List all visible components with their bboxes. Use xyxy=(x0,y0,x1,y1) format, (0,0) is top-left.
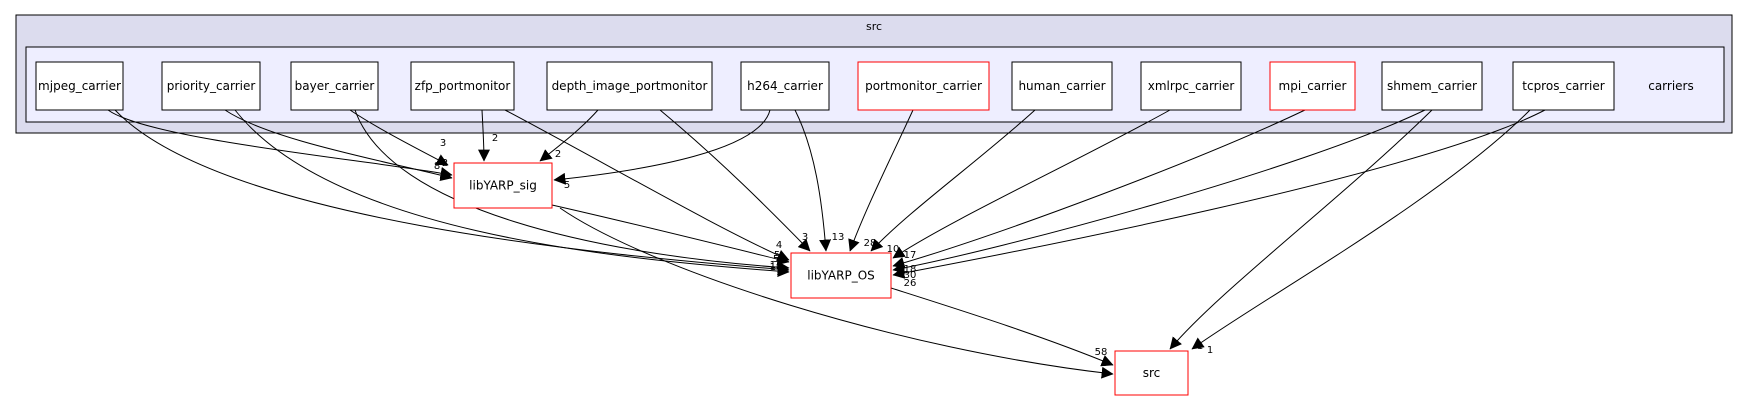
carrier-node-tcpros_carrier[interactable]: tcpros_carrier xyxy=(1512,61,1615,111)
edge-label-portmonitor_carrier-to-libYARP_OS[interactable]: 28 xyxy=(864,238,877,249)
edge-shmem_carrier-to-src[interactable] xyxy=(1169,109,1433,350)
edge-label-priority_carrier-to-libYARP_OS[interactable]: 11 xyxy=(770,260,783,271)
edge-mjpeg_carrier-to-libYARP_OS[interactable] xyxy=(114,109,790,276)
edge-label-h264_carrier-to-libYARP_sig[interactable]: 5 xyxy=(564,180,570,191)
edge-label-tcpros_carrier-to-libYARP_OS[interactable]: 26 xyxy=(904,278,917,289)
edge-zfp_portmonitor-to-libYARP_OS[interactable] xyxy=(504,109,790,261)
carrier-node-box xyxy=(290,61,379,111)
carrier-node-label: h264_carrier xyxy=(747,79,823,93)
carrier-node-human_carrier[interactable]: human_carrier xyxy=(1011,61,1113,111)
carrier-node-portmonitor_carrier[interactable]: portmonitor_carrier xyxy=(857,61,990,111)
carrier-node-box xyxy=(740,61,830,111)
carrier-node-label: tcpros_carrier xyxy=(1522,79,1605,93)
carrier-node-shmem_carrier[interactable]: shmem_carrier xyxy=(1381,61,1483,111)
edge-label-bayer_carrier-to-libYARP_sig[interactable]: 3 xyxy=(440,138,446,149)
edge-human_carrier-to-libYARP_OS[interactable] xyxy=(870,109,1036,252)
edge-tcpros_carrier-to-libYARP_OS[interactable] xyxy=(892,109,1546,279)
carrier-node-zfp_portmonitor[interactable]: zfp_portmonitor xyxy=(410,61,515,111)
edge-label-shmem_carrier-to-src[interactable]: 1 xyxy=(1197,341,1203,352)
carrier-node-box xyxy=(546,61,713,111)
library-node-libYARP_sig[interactable]: libYARP_sig xyxy=(453,162,553,209)
carrier-node-box xyxy=(161,61,261,111)
carrier-node-priority_carrier[interactable]: priority_carrier xyxy=(161,61,261,111)
edge-label-mjpeg_carrier-to-libYARP_sig[interactable]: 8 xyxy=(434,161,440,172)
edge-libYARP_OS-to-src[interactable] xyxy=(890,287,1114,367)
carrier-node-label: xmlrpc_carrier xyxy=(1148,79,1235,93)
library-node-src[interactable]: src xyxy=(1114,350,1189,396)
edge-label-human_carrier-to-libYARP_OS[interactable]: 10 xyxy=(887,244,900,255)
carrier-node-label: portmonitor_carrier xyxy=(865,79,982,93)
carrier-node-h264_carrier[interactable]: h264_carrier xyxy=(740,61,830,111)
cluster-carriers-label[interactable]: carriers xyxy=(1648,79,1694,93)
edge-label-h264_carrier-to-libYARP_OS[interactable]: 13 xyxy=(832,232,845,243)
library-node-box xyxy=(790,252,892,299)
edge-mpi_carrier-to-libYARP_OS[interactable] xyxy=(892,109,1306,269)
carrier-node-label: bayer_carrier xyxy=(295,79,375,93)
carrier-node-box xyxy=(1381,61,1483,111)
carrier-node-box xyxy=(1011,61,1113,111)
carrier-node-xmlrpc_carrier[interactable]: xmlrpc_carrier xyxy=(1140,61,1242,111)
library-node-box xyxy=(453,162,553,209)
edge-zfp_portmonitor-to-libYARP_sig[interactable] xyxy=(477,109,490,162)
edge-depth_image_portmonitor-to-libYARP_sig[interactable] xyxy=(539,109,599,162)
edge-label-mjpeg_carrier-to-libYARP_OS[interactable]: 10 xyxy=(770,262,783,273)
library-node-libYARP_OS[interactable]: libYARP_OS xyxy=(790,252,892,299)
edge-label-tcpros_carrier-to-src[interactable]: 1 xyxy=(1207,345,1213,356)
edge-label-depth_image_portmonitor-to-libYARP_OS[interactable]: 3 xyxy=(802,232,808,243)
carrier-node-label: mpi_carrier xyxy=(1279,79,1347,93)
edge-h264_carrier-to-libYARP_sig[interactable] xyxy=(553,109,771,185)
library-node-label: src xyxy=(1143,366,1161,380)
carrier-node-label: priority_carrier xyxy=(167,79,256,93)
carrier-node-label: mjpeg_carrier xyxy=(38,79,121,93)
carrier-node-depth_image_portmonitor[interactable]: depth_image_portmonitor xyxy=(546,61,713,111)
carrier-node-box xyxy=(410,61,515,111)
edge-label-libYARP_sig-to-libYARP_OS[interactable]: 5 xyxy=(774,250,780,261)
edge-tcpros_carrier-to-src[interactable] xyxy=(1191,109,1531,350)
edge-h264_carrier-to-libYARP_OS[interactable] xyxy=(794,109,832,252)
nodes: mjpeg_carrier priority_carrier bayer_carri… xyxy=(35,61,1615,396)
library-node-label: libYARP_sig xyxy=(469,179,537,193)
carrier-node-box xyxy=(1140,61,1242,111)
edge-depth_image_portmonitor-to-libYARP_OS[interactable] xyxy=(659,109,811,252)
carrier-node-label: human_carrier xyxy=(1018,79,1105,93)
library-node-label: libYARP_OS xyxy=(807,269,875,283)
carrier-node-label: shmem_carrier xyxy=(1387,79,1477,93)
library-node-box xyxy=(1114,350,1189,396)
carrier-node-box xyxy=(857,61,990,111)
carrier-node-box xyxy=(1269,61,1356,111)
carrier-node-box xyxy=(1512,61,1615,111)
edge-label-libYARP_OS-to-src[interactable]: 58 xyxy=(1095,347,1108,358)
edge-label-bayer_carrier-to-libYARP_OS[interactable]: 5 xyxy=(773,254,779,265)
edges xyxy=(107,109,1546,379)
edge-label-zfp_portmonitor-to-libYARP_sig[interactable]: 2 xyxy=(492,133,498,144)
edge-portmonitor_carrier-to-libYARP_OS[interactable] xyxy=(848,109,914,252)
edge-label-depth_image_portmonitor-to-libYARP_sig[interactable]: 2 xyxy=(555,149,561,160)
edge-shmem_carrier-to-libYARP_OS[interactable] xyxy=(892,109,1426,274)
carrier-node-label: zfp_portmonitor xyxy=(415,79,511,93)
edge-bayer_carrier-to-libYARP_sig[interactable] xyxy=(349,109,449,166)
carrier-node-bayer_carrier[interactable]: bayer_carrier xyxy=(290,61,379,111)
edge-label-priority_carrier-to-libYARP_sig[interactable]: 2 xyxy=(442,158,448,169)
carrier-node-mpi_carrier[interactable]: mpi_carrier xyxy=(1269,61,1356,111)
carrier-node-box xyxy=(35,61,124,111)
edge-libYARP_sig-to-src[interactable] xyxy=(559,207,1114,379)
carrier-node-mjpeg_carrier[interactable]: mjpeg_carrier xyxy=(35,61,124,111)
edge-label-xmlrpc_carrier-to-libYARP_OS[interactable]: 17 xyxy=(904,250,917,261)
edge-bayer_carrier-to-libYARP_OS[interactable] xyxy=(354,109,790,274)
edge-libYARP_sig-to-libYARP_OS[interactable] xyxy=(551,204,790,266)
edge-label-libYARP_sig-to-src[interactable]: 9 xyxy=(1102,358,1108,369)
edge-xmlrpc_carrier-to-libYARP_OS[interactable] xyxy=(892,109,1171,259)
edge-label-shmem_carrier-to-libYARP_OS[interactable]: 30 xyxy=(904,270,917,281)
edge-priority_carrier-to-libYARP_OS[interactable] xyxy=(234,109,790,278)
edge-label-zfp_portmonitor-to-libYARP_OS[interactable]: 4 xyxy=(776,240,782,251)
edge-label-mpi_carrier-to-libYARP_OS[interactable]: 18 xyxy=(904,264,917,275)
cluster-src-label[interactable]: src xyxy=(866,20,882,33)
carrier-node-label: depth_image_portmonitor xyxy=(552,79,708,93)
